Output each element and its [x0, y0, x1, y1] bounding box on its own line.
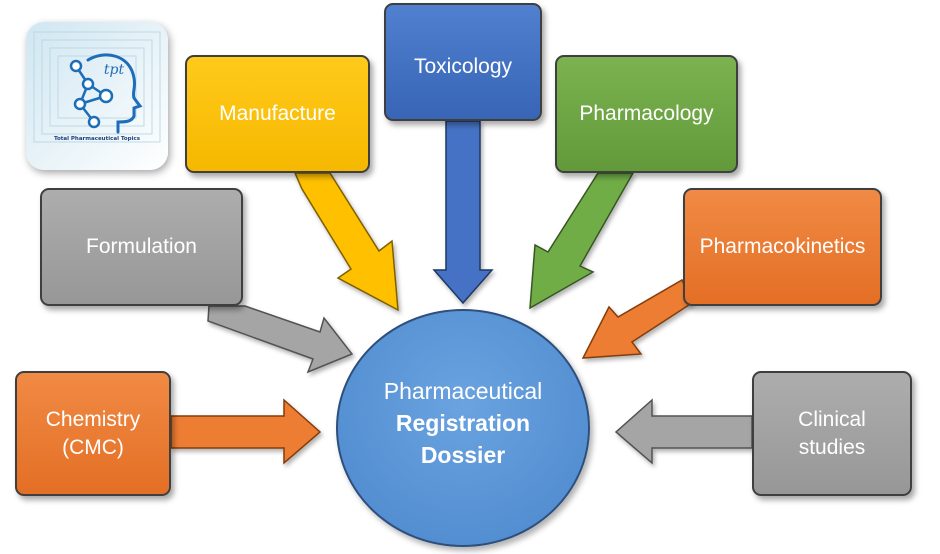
arrow-pharmacokinetics: [581, 278, 693, 359]
node-label-line2: (CMC): [62, 435, 124, 459]
node-pharmacokinetics: Pharmacokinetics: [683, 188, 882, 306]
head-outline-icon: [86, 53, 143, 134]
logo-text: tpt: [104, 62, 125, 78]
node-label: Manufacture: [219, 102, 336, 126]
node-label: Toxicology: [413, 55, 513, 78]
node-chemistry: Chemistry (CMC): [15, 371, 171, 496]
node-label: Formulation: [86, 235, 197, 259]
node-label: Pharmacology: [579, 102, 714, 126]
arrow-manufacture: [293, 172, 399, 312]
hub-line2: Registration: [395, 409, 531, 436]
logo-caption: Total Pharmaceutical Topics: [54, 136, 141, 142]
logo-graphic: tpt Total Pharmaceutical Topics: [26, 22, 168, 170]
node-label-line1: Chemistry: [45, 408, 141, 432]
hub-line3: Dossier: [420, 442, 506, 469]
node-formulation: Formulation: [40, 188, 243, 306]
node-pharmacology: Pharmacology: [555, 55, 738, 173]
arrow-formulation: [207, 305, 354, 374]
hub-registration-dossier: Pharmaceutical Registration Dossier: [336, 309, 590, 547]
tpt-logo: tpt Total Pharmaceutical Topics: [26, 22, 168, 170]
arrow-pharmacology: [529, 172, 635, 310]
node-label-line1: Clinical: [798, 408, 866, 432]
node-toxicology: Toxicology: [384, 3, 542, 121]
arrow-toxicology: [432, 120, 494, 305]
network-icon: [69, 59, 114, 129]
arrow-chemistry: [170, 398, 322, 465]
hub-line1: Pharmaceutical: [383, 377, 543, 404]
node-manufacture: Manufacture: [185, 55, 370, 173]
node-clinical: Clinical studies: [752, 371, 912, 496]
node-label: Pharmacokinetics: [699, 235, 866, 259]
arrow-clinical: [614, 398, 753, 465]
node-label-line2: studies: [798, 435, 866, 459]
